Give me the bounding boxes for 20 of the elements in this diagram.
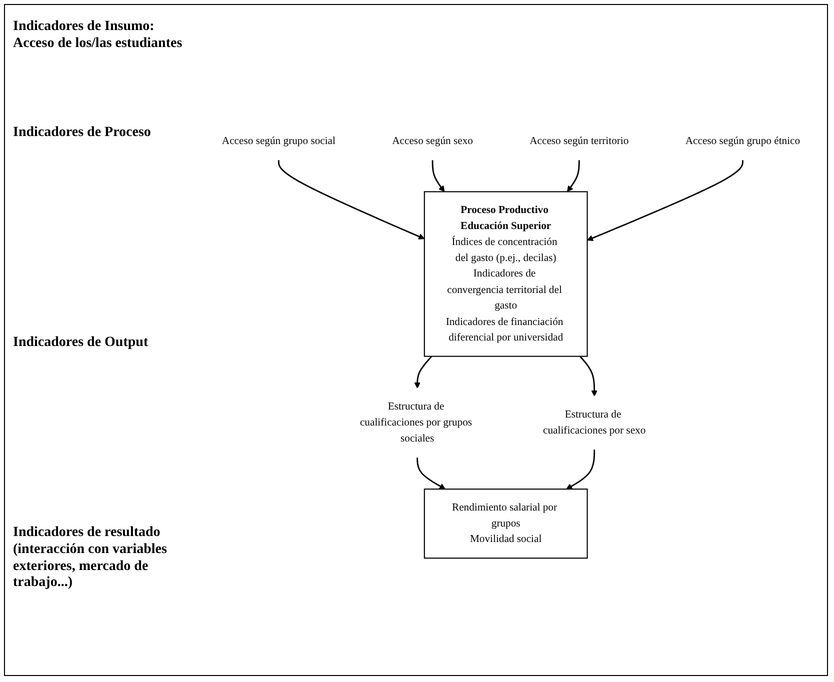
arrow [566, 448, 596, 489]
node-box: Rendimiento salarial por grupos Movilidad social [424, 488, 588, 558]
node-text: Estructura de cualificaciones por grupos sociales [360, 400, 472, 444]
node-text: Acceso según grupo étnico [685, 135, 800, 146]
arrow [579, 355, 598, 396]
node-text: Acceso según sexo [392, 135, 473, 146]
row-heading: Indicadores de Output [13, 335, 150, 352]
arrow [278, 159, 425, 240]
arrow [416, 456, 446, 489]
node-text: Acceso según grupo social [222, 135, 336, 146]
row-heading: Indicadores de Insumo: Acceso de los/las estudiantes [13, 19, 184, 53]
arrow [414, 355, 432, 388]
node-text: Estructura de cualificaciones por sexo [543, 408, 646, 436]
row-heading: Indicadores de resultado (interacción con variables exteriores, mercado de trabajo...) [13, 525, 168, 592]
arrow [432, 159, 445, 192]
node-text: Acceso según territorio [530, 135, 629, 146]
arrow [586, 159, 744, 241]
arrow [566, 159, 580, 192]
node-box: Proceso Productivo Educación Superior Índices de concentración del gasto (p.ej., decilas) Indicadores de convergencia territorial del gasto Indicadores de financiación diferencial por universidad [424, 190, 588, 356]
row-heading: Indicadores de Proceso [13, 125, 152, 142]
